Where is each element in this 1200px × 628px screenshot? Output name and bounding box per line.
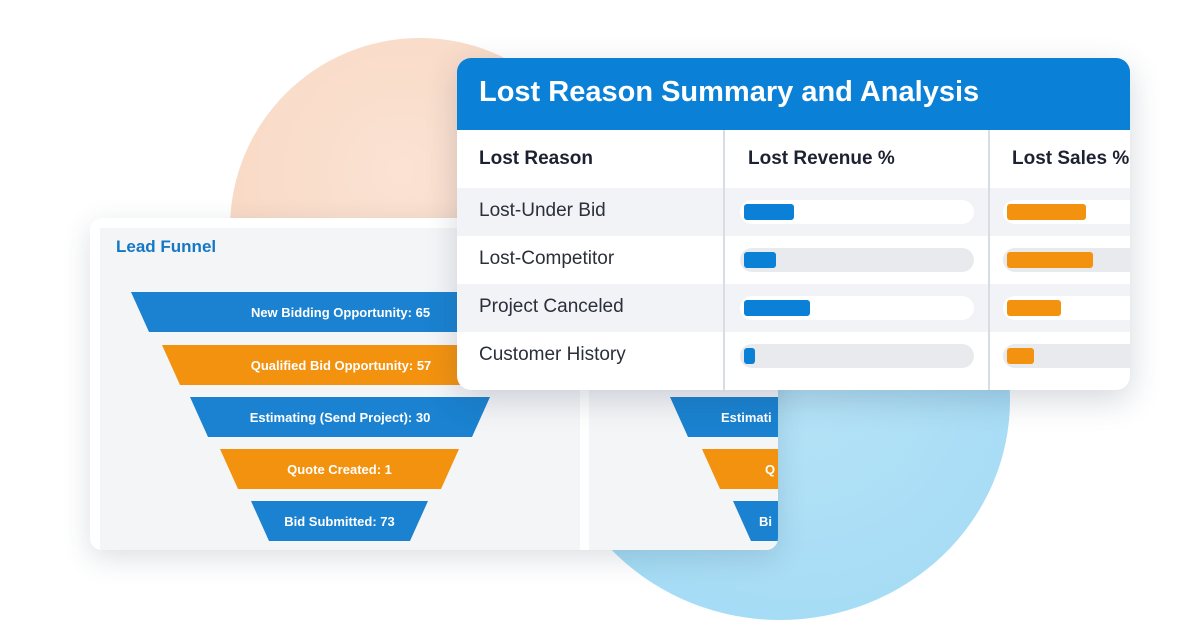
table-row: Project Canceled bbox=[457, 284, 1130, 332]
lost-sales-bar bbox=[1007, 300, 1062, 316]
funnel-stage-2[interactable] bbox=[702, 449, 778, 489]
funnel-stage-1[interactable] bbox=[131, 292, 550, 332]
table-row: Customer History bbox=[457, 332, 1130, 380]
lost-reason-label: Customer History bbox=[479, 344, 626, 365]
lost-sales-track bbox=[1003, 296, 1130, 320]
funnel-stage-label: Q bbox=[765, 462, 775, 477]
lost-revenue-bar bbox=[744, 204, 794, 220]
lost-sales-bar bbox=[1007, 252, 1093, 268]
lost-revenue-track bbox=[740, 296, 974, 320]
funnel-stage-2[interactable] bbox=[162, 345, 520, 385]
lost-sales-track bbox=[1003, 344, 1130, 368]
column-divider bbox=[723, 130, 725, 390]
funnel-stage-1[interactable] bbox=[670, 397, 778, 437]
lost-sales-bar bbox=[1007, 348, 1035, 364]
lost-reason-label: Lost-Competitor bbox=[479, 248, 615, 269]
column-divider bbox=[988, 130, 990, 390]
lost-revenue-track bbox=[740, 200, 974, 224]
lost-revenue-track bbox=[740, 344, 974, 368]
lost-sales-track bbox=[1003, 248, 1130, 272]
funnel-stage-label: Qualified Bid Opportunity: 57 bbox=[251, 358, 432, 373]
column-header-lost-reason: Lost Reason bbox=[479, 148, 594, 169]
lost-revenue-bar bbox=[744, 252, 776, 268]
lost-reason-header: Lost Reason Summary and Analysis bbox=[457, 58, 1130, 130]
funnel-stage-5[interactable] bbox=[251, 501, 428, 541]
funnel-stage-4[interactable] bbox=[220, 449, 459, 489]
funnel-stage-label: Bid Submitted: 73 bbox=[284, 514, 395, 529]
funnel-stage-3[interactable] bbox=[190, 397, 490, 437]
funnel-stage-label: Bi bbox=[759, 514, 772, 529]
lost-reason-label: Lost-Under Bid bbox=[479, 200, 606, 221]
lost-revenue-track bbox=[740, 248, 974, 272]
lost-sales-bar bbox=[1007, 204, 1087, 220]
lead-funnel-chart: New Bidding Opportunity: 65 Qualified Bid… bbox=[131, 292, 550, 541]
funnel-stage-3[interactable] bbox=[733, 501, 778, 541]
lost-reason-card: Lost Reason Summary and Analysis Lost Re… bbox=[457, 58, 1130, 390]
funnel-stage-label: Quote Created: 1 bbox=[287, 462, 392, 477]
lost-revenue-bar bbox=[744, 348, 756, 364]
funnel-stage-label: Estimating (Send Project): 30 bbox=[250, 410, 431, 425]
lost-reason-title: Lost Reason Summary and Analysis bbox=[479, 76, 980, 108]
funnel-stage-label: Estimati bbox=[721, 410, 772, 425]
table-row: Lost-Competitor bbox=[457, 236, 1130, 284]
funnel-stage-label: New Bidding Opportunity: 65 bbox=[251, 305, 430, 320]
lost-revenue-bar bbox=[744, 300, 810, 316]
table-row: Lost-Under Bid bbox=[457, 188, 1130, 236]
lead-funnel-title: Lead Funnel bbox=[116, 237, 217, 256]
column-header-lost-sales: Lost Sales % bbox=[1012, 148, 1130, 169]
lost-reason-label: Project Canceled bbox=[479, 296, 624, 317]
column-header-lost-revenue: Lost Revenue % bbox=[748, 148, 895, 169]
lost-sales-track bbox=[1003, 200, 1130, 224]
